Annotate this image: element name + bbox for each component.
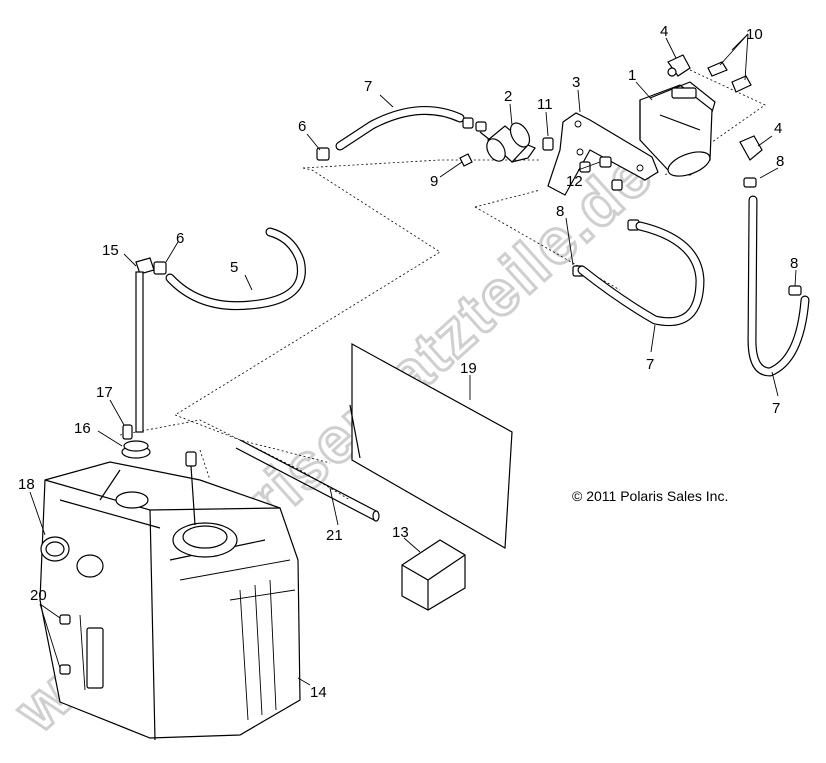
fuel-hose-middle bbox=[577, 221, 705, 327]
callout-10: 10 bbox=[746, 26, 763, 43]
callout-11: 11 bbox=[537, 96, 553, 113]
callout-7-middle: 7 bbox=[646, 356, 654, 373]
fuel-filter bbox=[479, 122, 536, 163]
fuel-pump bbox=[639, 81, 716, 177]
grommet-16 bbox=[121, 440, 151, 459]
hose-clamp-8-right bbox=[743, 177, 757, 188]
vent-hose-upper bbox=[335, 105, 465, 151]
callout-7-upper: 7 bbox=[364, 78, 372, 95]
callout-16: 16 bbox=[74, 420, 91, 437]
heat-shield bbox=[349, 342, 513, 550]
callout-20: 20 bbox=[30, 587, 47, 604]
fuel-cap bbox=[40, 536, 104, 578]
callout-6-left: 6 bbox=[176, 230, 184, 247]
copyright-notice: © 2011 Polaris Sales Inc. bbox=[572, 488, 728, 504]
callout-8-lower: 8 bbox=[790, 255, 798, 272]
vent-hose-5 bbox=[165, 227, 306, 311]
foam-block bbox=[401, 539, 466, 611]
screw-11 bbox=[542, 137, 554, 151]
tube-fitting-15 bbox=[135, 257, 155, 433]
vent-tube-21 bbox=[235, 439, 380, 522]
callout-21: 21 bbox=[326, 527, 343, 544]
callout-9: 9 bbox=[430, 173, 438, 190]
elbow-fitting-right bbox=[739, 135, 763, 161]
callout-17: 17 bbox=[96, 384, 113, 401]
callout-7-right: 7 bbox=[772, 400, 780, 417]
callout-labels: 1 2 3 4 4 5 6 6 7 7 7 8 8 8 9 10 11 12 1… bbox=[18, 23, 798, 701]
callout-2: 2 bbox=[504, 88, 512, 105]
callout-8-right: 8 bbox=[776, 153, 784, 170]
hose-clamp-8-lower bbox=[788, 285, 802, 296]
elbow-fitting-top bbox=[667, 54, 691, 77]
callout-12: 12 bbox=[566, 173, 583, 190]
fuel-tank bbox=[39, 451, 301, 741]
callout-13: 13 bbox=[392, 524, 409, 541]
hose-clamps-9 bbox=[459, 117, 487, 167]
hose-clamp-upper bbox=[316, 147, 330, 161]
callout-3: 3 bbox=[572, 74, 580, 91]
leader-lines bbox=[29, 33, 797, 686]
callout-5: 5 bbox=[230, 259, 238, 276]
mounting-bracket bbox=[547, 112, 659, 196]
fasteners-20 bbox=[59, 614, 104, 689]
callout-15: 15 bbox=[102, 242, 119, 259]
callout-4-right: 4 bbox=[774, 120, 782, 137]
connectors-10 bbox=[707, 61, 752, 93]
callout-18: 18 bbox=[18, 476, 35, 493]
callout-6-upper: 6 bbox=[298, 118, 306, 135]
fitting-17 bbox=[122, 424, 133, 440]
callout-19: 19 bbox=[460, 360, 477, 377]
callout-4-top: 4 bbox=[660, 23, 668, 40]
callout-8-middle: 8 bbox=[556, 203, 564, 220]
callout-1: 1 bbox=[628, 67, 636, 84]
hose-clamp-6-left bbox=[153, 261, 167, 275]
fuel-hose-right bbox=[747, 195, 810, 377]
callout-14: 14 bbox=[310, 684, 327, 701]
